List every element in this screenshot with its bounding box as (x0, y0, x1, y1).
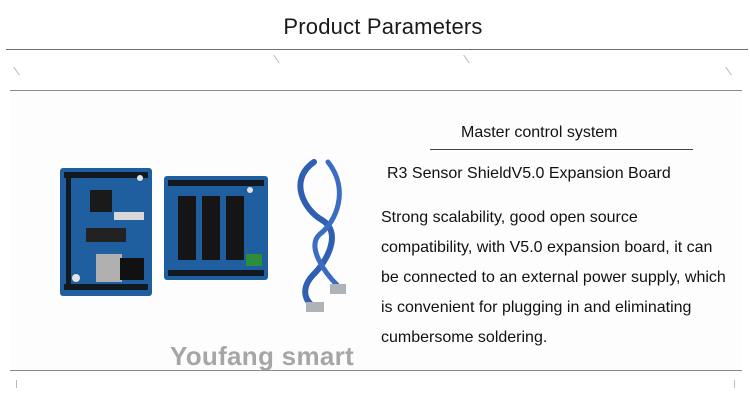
decor-tick (16, 380, 17, 388)
product-description: Strong scalability, good open source com… (381, 209, 726, 346)
decor-tick (463, 54, 470, 64)
decor-tick (725, 66, 732, 76)
decor-tick (273, 54, 280, 64)
decor-tick (734, 380, 735, 388)
watermark: Youfang smart (170, 341, 354, 371)
uno-board-image (60, 168, 152, 296)
usb-cable-image (297, 159, 346, 312)
decor-tick (13, 66, 20, 76)
product-image (60, 159, 346, 312)
header-title: Product Parameters (283, 14, 483, 39)
subtitle: Master control system (461, 124, 618, 141)
header-divider (6, 49, 748, 50)
sensor-shield-image (164, 176, 268, 280)
subtitle-underline (430, 149, 693, 150)
model-name: R3 Sensor ShieldV5.0 Expansion Board (387, 165, 671, 182)
